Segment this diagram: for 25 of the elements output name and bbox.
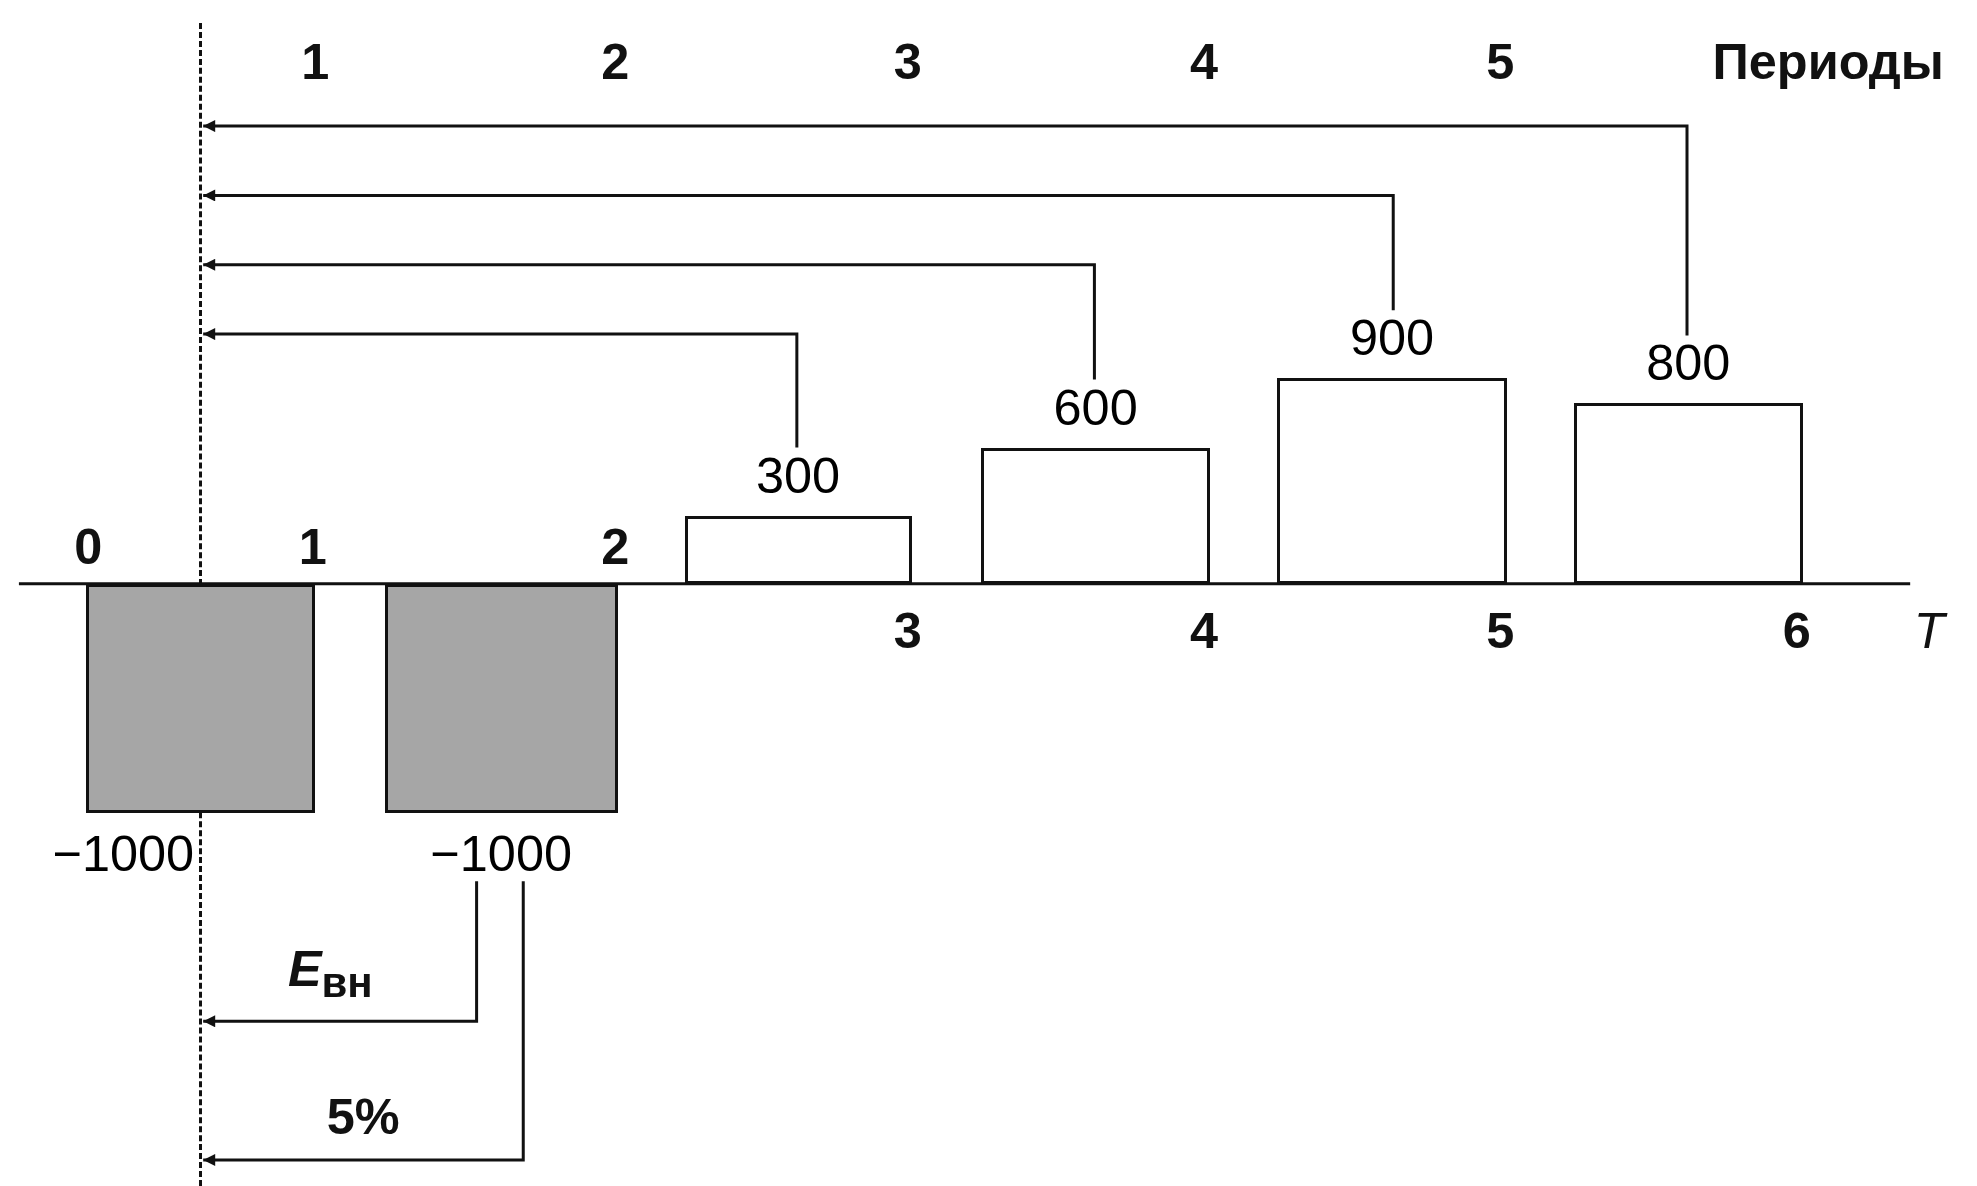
value-label: 600 <box>1052 379 1139 435</box>
tick-label: 2 <box>601 516 630 576</box>
period-number: 5 <box>1486 31 1515 90</box>
period-number: 2 <box>601 31 630 90</box>
axis-title: Периоды <box>1712 31 1944 90</box>
arrow <box>203 881 479 1028</box>
tick-label: 1 <box>298 516 327 576</box>
arrow <box>203 189 1395 311</box>
arrow <box>203 328 799 448</box>
value-label: −1000 <box>51 825 195 882</box>
tick-label: 5 <box>1486 600 1515 660</box>
period-number: 3 <box>893 31 922 90</box>
arrow <box>203 881 525 1166</box>
value-label: 800 <box>1645 335 1732 391</box>
period-number: 1 <box>301 31 330 90</box>
arrow <box>203 258 1096 380</box>
tick-label: 0 <box>74 516 103 576</box>
tick-label: 4 <box>1190 600 1219 660</box>
value-label: 900 <box>1348 310 1435 366</box>
value-label: −1000 <box>429 825 573 882</box>
tick-label: 6 <box>1782 600 1811 660</box>
tick-label: 3 <box>893 600 922 660</box>
period-number: 4 <box>1190 31 1219 90</box>
arrow <box>203 120 1689 336</box>
value-label: 300 <box>755 447 842 504</box>
